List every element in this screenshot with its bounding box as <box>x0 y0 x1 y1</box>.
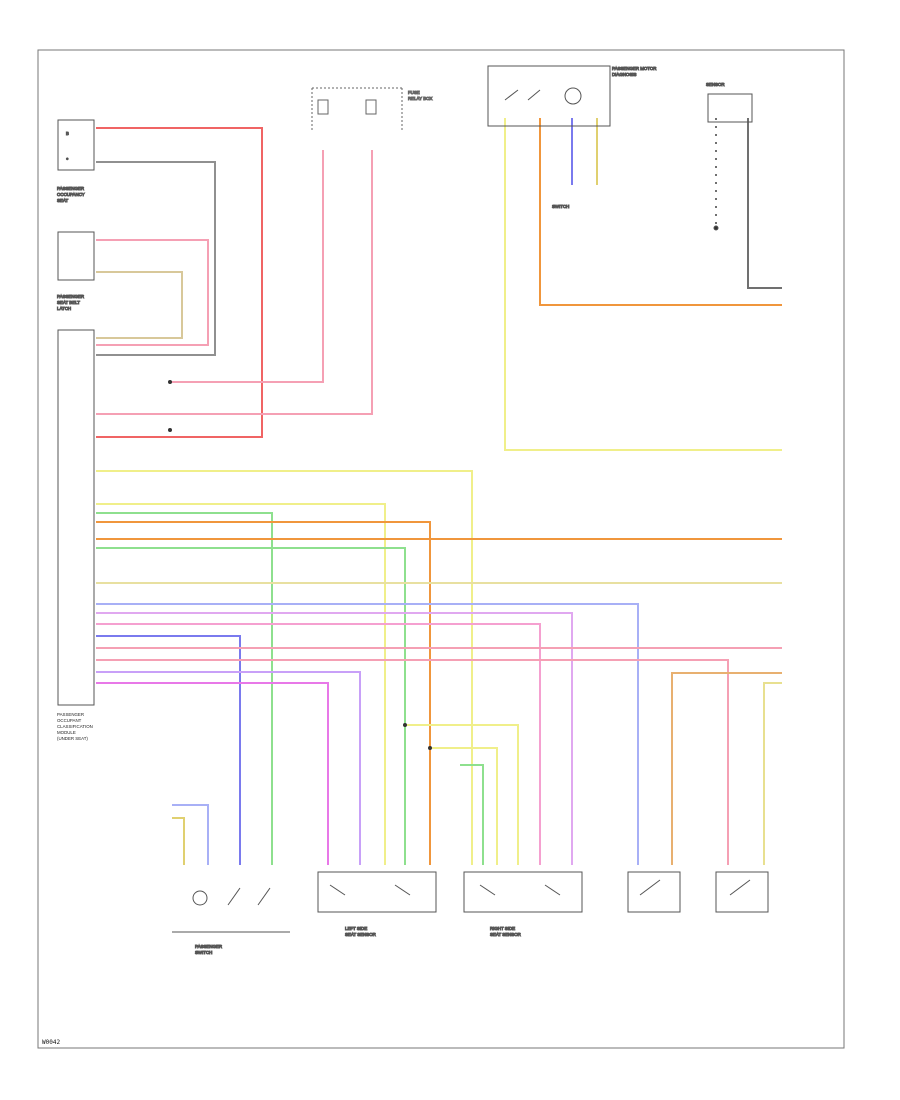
wire-fuse-right <box>96 150 373 415</box>
mid-left-switch: PASSENGER SEAT BELT LATCH <box>57 231 95 312</box>
svg-text:LEFT SIDE: LEFT SIDE <box>345 926 367 931</box>
wire-motor-orange <box>539 118 782 306</box>
diagram-frame <box>37 49 845 1049</box>
wire-pink-mid <box>96 239 209 346</box>
wire-yellow-2 <box>96 503 386 865</box>
wire-motor-yellow <box>504 118 782 451</box>
wire-ground <box>172 804 209 865</box>
svg-text:FUSE: FUSE <box>408 90 420 95</box>
svg-text:SEAT: SEAT <box>57 198 68 203</box>
svg-text:PASSENGER: PASSENGER <box>57 294 84 299</box>
bottom-module-b: RIGHT SIDE SEAT SENSOR <box>463 871 583 938</box>
svg-text:SENSOR: SENSOR <box>706 82 725 87</box>
wire-violet-2 <box>96 671 361 865</box>
wire-right-black <box>747 118 782 289</box>
wire-pink-3 <box>96 659 729 865</box>
wire-jumper-1 <box>405 724 519 865</box>
fuse-block: FUSE RELAY BOX <box>311 87 433 130</box>
bottom-switch-d <box>715 871 769 913</box>
wire-black-top <box>96 161 216 356</box>
wire-yellow-r2 <box>763 682 782 865</box>
svg-text:LATCH: LATCH <box>57 306 71 311</box>
wire-fuse-left <box>170 150 324 383</box>
wire-green-1 <box>96 512 273 865</box>
svg-text:SWITCH: SWITCH <box>195 950 212 955</box>
svg-text:MODULE: MODULE <box>57 730 76 735</box>
wire-lightblue <box>96 603 639 865</box>
svg-text:PASSENGER: PASSENGER <box>57 712 84 717</box>
wire-tan-r1 <box>671 672 782 865</box>
svg-text:PASSENGER: PASSENGER <box>57 186 84 191</box>
svg-text:PASSENGER MOTOR: PASSENGER MOTOR <box>612 66 656 71</box>
svg-text:OCCUPANT: OCCUPANT <box>57 718 82 723</box>
wire-blue-2 <box>96 635 241 865</box>
svg-text:CLASSIFICATION: CLASSIFICATION <box>57 724 93 729</box>
wire-tan-mid <box>96 271 183 339</box>
svg-text:(UNDER SEAT): (UNDER SEAT) <box>57 736 88 741</box>
svg-text:DIAGNOSIS: DIAGNOSIS <box>612 72 636 77</box>
svg-text:SEAT SENSOR: SEAT SENSOR <box>490 932 521 937</box>
wire-violet <box>96 612 573 865</box>
wire-red-top <box>96 127 263 438</box>
wire-jumper-2 <box>430 747 498 865</box>
control-module: PASSENGER OCCUPANT CLASSIFICATION MODULE… <box>57 329 95 741</box>
bottom-left-switch: PASSENGER SWITCH <box>172 887 290 956</box>
svg-text:SEAT SENSOR: SEAT SENSOR <box>345 932 376 937</box>
svg-text:SEAT BELT: SEAT BELT <box>57 300 80 305</box>
wire-magenta <box>96 682 329 865</box>
svg-text:PASSENGER: PASSENGER <box>195 944 222 949</box>
top-right-sensor: SENSOR <box>706 82 753 231</box>
svg-text:SWITCH: SWITCH <box>552 204 569 209</box>
bottom-module-a: LEFT SIDE SEAT SENSOR <box>317 871 437 938</box>
wire-pink-2 <box>96 623 541 865</box>
wire-ground-2 <box>172 817 185 865</box>
wire-jumper-3 <box>460 764 484 865</box>
svg-text:OCCUPANCY: OCCUPANCY <box>57 192 85 197</box>
svg-text:B: B <box>66 131 69 136</box>
blower-motor: PASSENGER MOTOR DIAGNOSIS SWITCH <box>487 65 657 210</box>
splice-points <box>168 380 432 750</box>
wire-green-2 <box>96 547 406 865</box>
wire-yellow-1 <box>96 470 473 865</box>
svg-text:●: ● <box>66 156 69 161</box>
svg-text:RELAY BOX: RELAY BOX <box>408 96 433 101</box>
top-left-switch: B ● PASSENGER OCCUPANCY SEAT <box>57 119 95 204</box>
page-code: W0042 <box>42 1039 60 1046</box>
wire-orange-long <box>96 521 431 865</box>
svg-text:RIGHT SIDE: RIGHT SIDE <box>490 926 515 931</box>
bottom-switch-c <box>627 871 681 913</box>
